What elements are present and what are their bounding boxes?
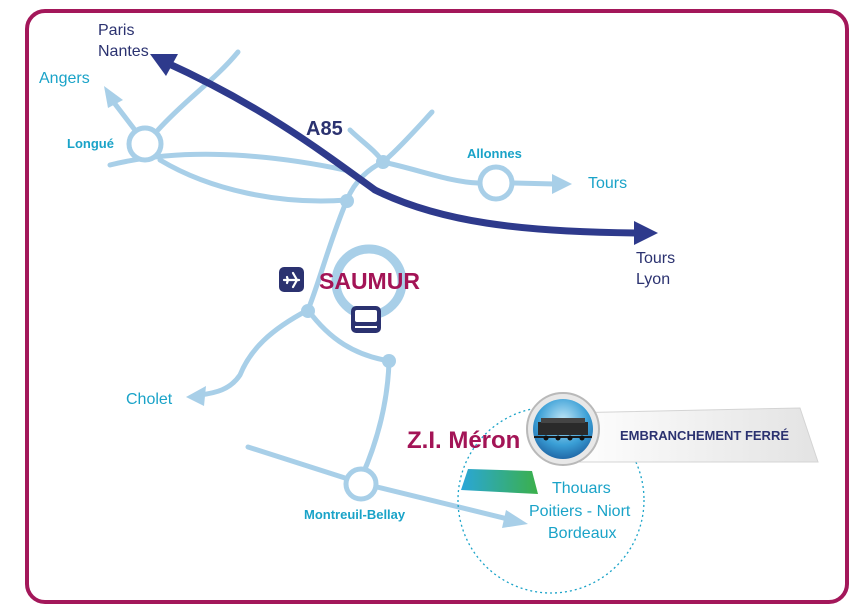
label-tours-lyon: Tours Lyon (636, 250, 676, 288)
road-cholet (197, 307, 311, 398)
road-saumur-south (305, 197, 350, 313)
zi-meron-zone (461, 469, 538, 494)
a85-motorway (161, 58, 644, 237)
roundabout-longue (126, 125, 164, 163)
label-zi-meron: Z.I. Méron (407, 427, 521, 454)
road-network (107, 49, 558, 523)
road-arrowheads (104, 86, 572, 528)
arrow-tours-east (552, 174, 572, 194)
label-montreuil-bellay: Montreuil-Bellay (304, 507, 406, 522)
road-to-montreuil (359, 358, 392, 479)
a85-arrow-east (634, 221, 658, 245)
roundabouts (126, 125, 515, 502)
road-longue-north (155, 49, 241, 133)
arrow-cholet (186, 386, 206, 406)
label-a85: A85 (306, 118, 343, 140)
label-embranchement: EMBRANCHEMENT FERRÉ (620, 428, 789, 443)
road-montreuil-east (374, 484, 515, 523)
arrow-angers (104, 86, 123, 108)
road-longue-junction (157, 157, 350, 204)
label-saumur: SAUMUR (319, 268, 420, 294)
airport-icon (279, 267, 304, 292)
label-paris-nantes: Paris Nantes (98, 22, 149, 60)
freight-train-icon (526, 392, 600, 466)
map-frame (25, 9, 849, 604)
junctions (301, 155, 396, 368)
road-montreuil-west (245, 444, 348, 481)
zi-meron-area (457, 406, 645, 594)
road-saumur-ring (305, 307, 392, 364)
label-poitiers-niort: Poitiers - Niort (529, 503, 631, 520)
arrow-thouars (502, 510, 528, 528)
roundabout-allonnes (477, 164, 515, 202)
label-longue: Longué (67, 136, 114, 151)
label-thouars: Thouars (552, 480, 611, 497)
label-bordeaux: Bordeaux (548, 525, 617, 542)
road-longue-angers (109, 97, 141, 137)
label-angers: Angers (39, 70, 90, 87)
label-allonnes: Allonnes (467, 146, 522, 161)
ter-train-icon (351, 306, 381, 333)
road-allonnes-tours (511, 180, 558, 187)
a85-arrow-west (150, 54, 178, 76)
label-tours-east: Tours (588, 175, 628, 192)
road-longue-south (107, 151, 348, 173)
roundabout-montreuil (343, 466, 379, 502)
label-cholet: Cholet (126, 391, 173, 408)
road-allonnes (380, 159, 481, 186)
